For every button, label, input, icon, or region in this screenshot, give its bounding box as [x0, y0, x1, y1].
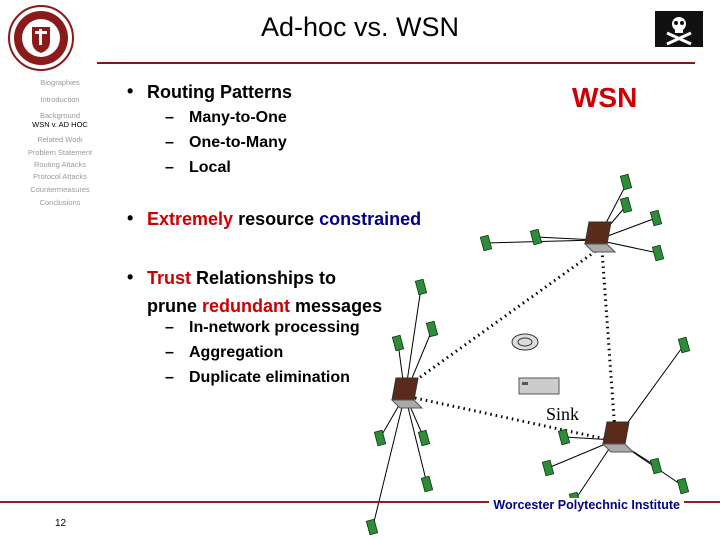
sensor-node-icon	[619, 173, 633, 191]
wsn-label: WSN	[572, 82, 638, 113]
page-number: 12	[55, 518, 67, 529]
sidebar-item-problem-statement[interactable]: Problem Statement	[27, 148, 93, 157]
sidebar-item-conclusions[interactable]: Conclusions	[39, 198, 81, 207]
routing-item: –One-to-Many	[165, 134, 287, 151]
sensor-node-icon	[649, 457, 663, 475]
routing-item: –Many-to-One	[165, 109, 287, 126]
bullet-routing-patterns: • Routing Patterns	[127, 81, 293, 103]
sidebar-item-countermeasures[interactable]: Countermeasures	[30, 185, 90, 194]
sensor-node-icon	[651, 244, 665, 262]
trust-item: –In-network processing	[165, 319, 360, 336]
sensor-node-icon	[677, 336, 691, 354]
sensor-node-icon	[649, 209, 663, 227]
sensor-node-icon	[557, 428, 571, 446]
laptop-icon	[390, 377, 424, 409]
sensor-node-icon	[529, 228, 543, 246]
footer-institution: Worcester Polytechnic Institute	[489, 498, 684, 512]
sidebar-item-routing-attacks[interactable]: Routing Attacks	[33, 160, 87, 169]
bullet-icon: •	[127, 81, 134, 101]
bullet-icon: •	[127, 208, 134, 228]
sensor-node-icon	[420, 475, 434, 493]
bullet-resource-constrained: • Extremely resource constrained	[127, 208, 422, 229]
laptop-icon	[583, 221, 617, 253]
sidebar-item-biographies[interactable]: Biographies	[40, 78, 80, 87]
sensor-node-icon	[479, 234, 493, 252]
page-title: Ad-hoc vs. WSN	[260, 12, 460, 42]
sink-label: Sink	[546, 404, 580, 424]
sensor-node-icon	[414, 278, 428, 296]
sensor-node-icon	[373, 429, 387, 447]
sink-base-station-icon	[511, 333, 560, 395]
bullet-icon: •	[127, 267, 134, 287]
sidebar-item-protocol-attacks[interactable]: Protocol Attacks	[33, 172, 87, 181]
sensor-node-icon	[676, 477, 690, 495]
sidebar-item-background[interactable]: Background	[39, 111, 81, 120]
sensor-node-icon	[425, 320, 439, 338]
sensor-node-icon	[619, 196, 633, 214]
wpi-seal-icon	[8, 5, 74, 71]
title-rule	[97, 62, 695, 64]
sensor-node-icon	[391, 334, 405, 352]
sidebar-item-wsn-v-ad-hoc[interactable]: WSN v. AD HOC	[32, 120, 88, 129]
routing-item: –Local	[165, 159, 231, 176]
trust-item: –Aggregation	[165, 344, 284, 361]
routing-patterns-heading: Routing Patterns	[147, 82, 293, 102]
sidebar-item-introduction[interactable]: Introduction	[40, 95, 80, 104]
bullet-trust-relationships: • Trust Relationships to prune redundant…	[127, 264, 382, 320]
sensor-node-icon	[365, 518, 379, 536]
laptop-icon	[601, 421, 635, 453]
skull-flag-icon	[655, 11, 703, 47]
trust-item: –Duplicate elimination	[165, 369, 350, 386]
sensor-node-icon	[417, 429, 431, 447]
footer-rule	[0, 501, 720, 503]
sidebar-item-related-work[interactable]: Related Work	[37, 135, 83, 144]
sensor-node-icon	[541, 459, 555, 477]
